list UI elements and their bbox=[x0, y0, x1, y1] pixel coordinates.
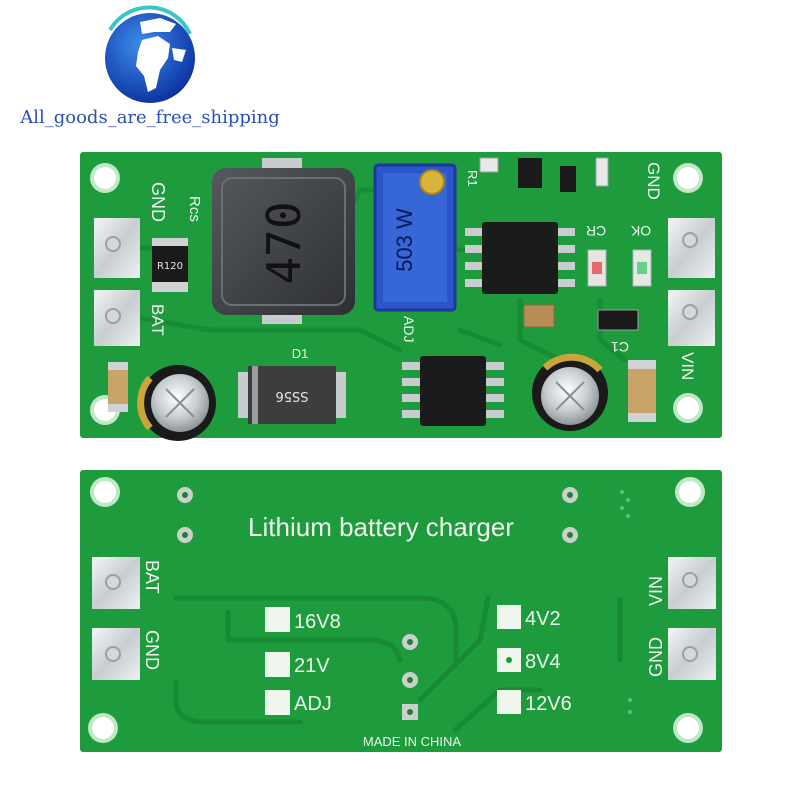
label-gnd-right: GND bbox=[644, 162, 663, 200]
board-title: Lithium battery charger bbox=[248, 512, 514, 542]
ic-chip-upper bbox=[465, 222, 575, 294]
smd-chip bbox=[560, 166, 576, 192]
via bbox=[402, 634, 418, 650]
via bbox=[562, 487, 578, 503]
label-c1: C1 bbox=[611, 339, 629, 355]
jumper-label: 12V6 bbox=[525, 693, 572, 715]
jumper-4v2: 4V2 bbox=[497, 605, 561, 630]
diode-d1: SS56 bbox=[238, 366, 346, 424]
top-board: GND Rcs BAT R120 470 503 W ADJ bbox=[80, 152, 722, 441]
jumper-label: ADJ bbox=[294, 693, 332, 715]
pad-bat-left bbox=[94, 290, 140, 346]
bottom-board: Lithium battery charger BAT GND VIN GND … bbox=[80, 470, 722, 752]
mounting-hole bbox=[90, 163, 120, 193]
label-r1: R1 bbox=[465, 170, 480, 187]
label-vin-bottom: VIN bbox=[646, 576, 666, 606]
mounting-hole bbox=[90, 477, 120, 507]
pad-vin-bottom bbox=[668, 557, 716, 609]
jumper-label: 21V bbox=[294, 655, 330, 677]
label-bat-bottom: BAT bbox=[142, 560, 162, 594]
logo-text: All_goods_are_free_shipping bbox=[19, 107, 280, 128]
via bbox=[177, 527, 193, 543]
pad-bat-bottom bbox=[92, 557, 140, 609]
mounting-hole bbox=[673, 163, 703, 193]
jumper-21v: 21V bbox=[265, 652, 330, 677]
potentiometer-marking: 503 W bbox=[392, 208, 417, 272]
label-rcs: Rcs bbox=[186, 196, 203, 222]
label-d1: D1 bbox=[292, 346, 309, 361]
label-gnd-bottom-right: GND bbox=[646, 637, 666, 677]
mounting-hole bbox=[675, 477, 705, 507]
via bbox=[402, 672, 418, 688]
label-vin-right: VIN bbox=[678, 352, 697, 380]
via bbox=[562, 527, 578, 543]
mounting-hole bbox=[673, 393, 703, 423]
label-gnd-bottom-left: GND bbox=[142, 630, 162, 670]
led-charging bbox=[587, 249, 607, 287]
jumper-label: 16V8 bbox=[294, 611, 341, 633]
smd-chip bbox=[518, 158, 542, 188]
potentiometer-knob bbox=[419, 169, 445, 195]
test-points bbox=[620, 490, 632, 714]
resistor-rcs: R120 bbox=[152, 238, 188, 292]
smd-resistor bbox=[597, 309, 639, 331]
globe-continent-arabia bbox=[172, 48, 186, 62]
globe-continent-europe bbox=[140, 18, 176, 34]
pad-gnd-bottom-right bbox=[668, 628, 716, 680]
jumper-adj: ADJ bbox=[265, 690, 332, 715]
made-in-label: MADE IN CHINA bbox=[363, 734, 462, 749]
pcb-bottom bbox=[80, 470, 722, 752]
potentiometer: 503 W bbox=[373, 163, 457, 312]
inductor-marking: 470 bbox=[257, 201, 311, 284]
globe-swirl bbox=[108, 5, 192, 35]
store-logo: All_goods_are_free_shipping bbox=[19, 5, 280, 128]
jumper-label: 4V2 bbox=[525, 608, 561, 630]
pad-gnd-bottom-left bbox=[92, 628, 140, 680]
smd-resistor bbox=[595, 157, 609, 187]
label-gnd-left: GND bbox=[148, 182, 168, 222]
globe-continent-africa bbox=[136, 36, 170, 92]
inductor: 470 bbox=[212, 158, 355, 324]
label-adj: ADJ bbox=[401, 316, 417, 342]
pad-gnd-right bbox=[668, 218, 715, 278]
smd-capacitor bbox=[523, 304, 555, 328]
mounting-hole bbox=[88, 713, 118, 743]
label-bat-left: BAT bbox=[148, 304, 167, 336]
smd-capacitor-left bbox=[108, 362, 128, 412]
electrolytic-capacitor-left bbox=[137, 365, 216, 441]
via bbox=[177, 487, 193, 503]
label-ok: OK bbox=[630, 223, 651, 239]
pad-vin-right bbox=[668, 290, 715, 346]
pad-gnd-left bbox=[94, 218, 140, 278]
diode-marking: SS56 bbox=[275, 388, 308, 403]
led-ok bbox=[632, 249, 652, 287]
mounting-hole bbox=[673, 713, 703, 743]
bottom-traces bbox=[173, 595, 623, 733]
electrolytic-capacitor-right bbox=[532, 353, 608, 431]
ic-chip-lower bbox=[402, 356, 504, 426]
rcs-marking: R120 bbox=[157, 261, 183, 272]
square-via bbox=[402, 704, 418, 720]
jumper-12v6: 12V6 bbox=[497, 690, 572, 715]
smd-resistor bbox=[479, 157, 499, 173]
label-cr: CR bbox=[586, 223, 606, 239]
jumper-8v4: 8V4 bbox=[497, 648, 561, 673]
jumper-16v8: 16V8 bbox=[265, 607, 341, 633]
smd-capacitor-right bbox=[628, 360, 656, 422]
jumper-label: 8V4 bbox=[525, 651, 561, 673]
